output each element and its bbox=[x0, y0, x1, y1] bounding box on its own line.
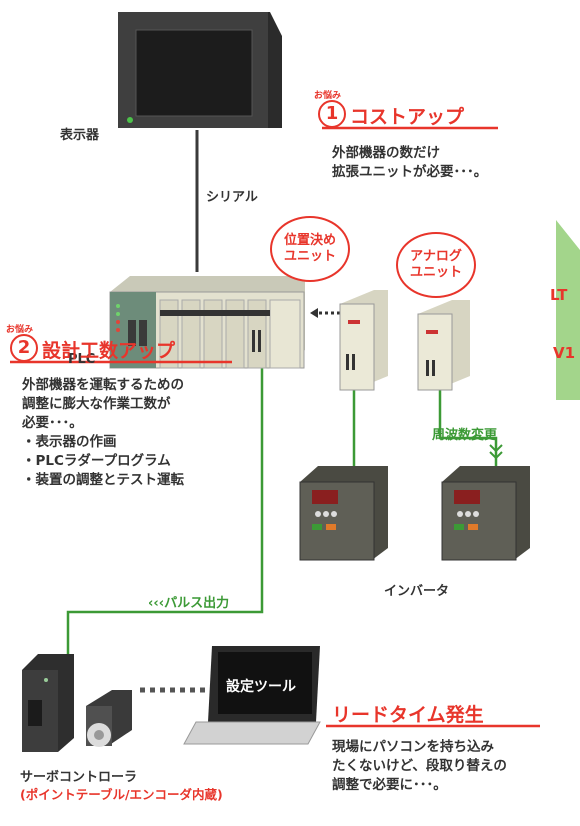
inverter-label: インバータ bbox=[384, 584, 450, 599]
positioning-bubble-line1: 位置決め bbox=[283, 233, 336, 248]
worry2-body: 外部機器を運転するための 調整に膨大な作業工数が 必要･･･。 ・表示器の作画 … bbox=[22, 376, 184, 490]
analog-bubble-line1: アナログ bbox=[410, 249, 462, 264]
worry1-ruby: お悩み bbox=[314, 91, 342, 101]
freq-change-label: 周波数変更 bbox=[432, 428, 498, 443]
positioning-unit-module bbox=[339, 290, 388, 391]
dotted-arrow-head bbox=[310, 308, 318, 318]
worry1-body: 外部機器の数だけ 拡張ユニットが必要･･･。 bbox=[332, 144, 487, 182]
servo-controller-device bbox=[22, 654, 74, 752]
display-label: 表示器 bbox=[60, 128, 100, 143]
worry2-number: 2 bbox=[10, 334, 38, 362]
worry2-line2: 調整に膨大な作業工数が bbox=[22, 396, 171, 412]
laptop-device bbox=[183, 646, 321, 745]
right-edge-text-1: LT bbox=[550, 286, 568, 304]
right-edge-text-2: V1 bbox=[553, 344, 576, 362]
worry2-line3: 必要･･･。 bbox=[22, 415, 83, 431]
analog-unit-bubble: アナログ ユニット bbox=[396, 232, 476, 298]
serial-label: シリアル bbox=[206, 190, 258, 205]
display-device bbox=[118, 12, 282, 128]
worry1-number: 1 bbox=[318, 100, 346, 128]
servo-title: サーボコントローラ bbox=[20, 770, 138, 785]
worry1-title: コストアップ bbox=[350, 106, 465, 128]
worry2-ruby: お悩み bbox=[6, 325, 34, 335]
leadtime-body: 現場にパソコンを持ち込み たくないけど、段取り替えの 調整で必要に･･･。 bbox=[332, 738, 507, 795]
leadtime-line2: たくないけど、段取り替えの bbox=[332, 758, 507, 774]
worry2-title: 設計工数アップ bbox=[42, 340, 176, 362]
inverter-device-2 bbox=[441, 466, 530, 561]
right-arrow-shape bbox=[556, 220, 580, 400]
leadtime-line1: 現場にパソコンを持ち込み bbox=[332, 739, 494, 755]
pulse-cable bbox=[66, 338, 264, 660]
freq-change-chevrons bbox=[489, 444, 503, 460]
worry2-line1: 外部機器を運転するための bbox=[22, 377, 184, 393]
pulse-output-text: パルス出力 bbox=[164, 596, 230, 611]
plc-device bbox=[109, 276, 305, 369]
leadtime-title: リードタイム発生 bbox=[332, 704, 484, 726]
worry2-line4: ・表示器の作画 bbox=[22, 434, 117, 450]
worry1-line2: 拡張ユニットが必要･･･。 bbox=[332, 164, 488, 180]
positioning-bubble-line2: ユニット bbox=[283, 249, 336, 264]
worry1-line1: 外部機器の数だけ bbox=[332, 145, 440, 161]
servo-motor bbox=[86, 690, 132, 747]
worry2-line5: ・PLCラダープログラム bbox=[22, 453, 171, 469]
worry2-line6: ・装置の調整とテスト運転 bbox=[22, 472, 184, 488]
leadtime-line3: 調整で必要に･･･。 bbox=[332, 777, 447, 793]
analog-bubble-line2: ユニット bbox=[409, 265, 462, 280]
setting-tool-label: 設定ツール bbox=[226, 679, 296, 695]
analog-unit-module bbox=[417, 300, 470, 391]
plc-label: PLC bbox=[68, 352, 96, 367]
servo-subtitle: (ポイントテーブル/エンコーダ内蔵) bbox=[20, 787, 223, 802]
pulse-output-label: ‹‹‹パルス出力 bbox=[148, 596, 230, 611]
positioning-unit-bubble: 位置決め ユニット bbox=[270, 216, 350, 282]
inverter-device-1 bbox=[299, 466, 388, 561]
inverter2-cable bbox=[438, 390, 498, 468]
